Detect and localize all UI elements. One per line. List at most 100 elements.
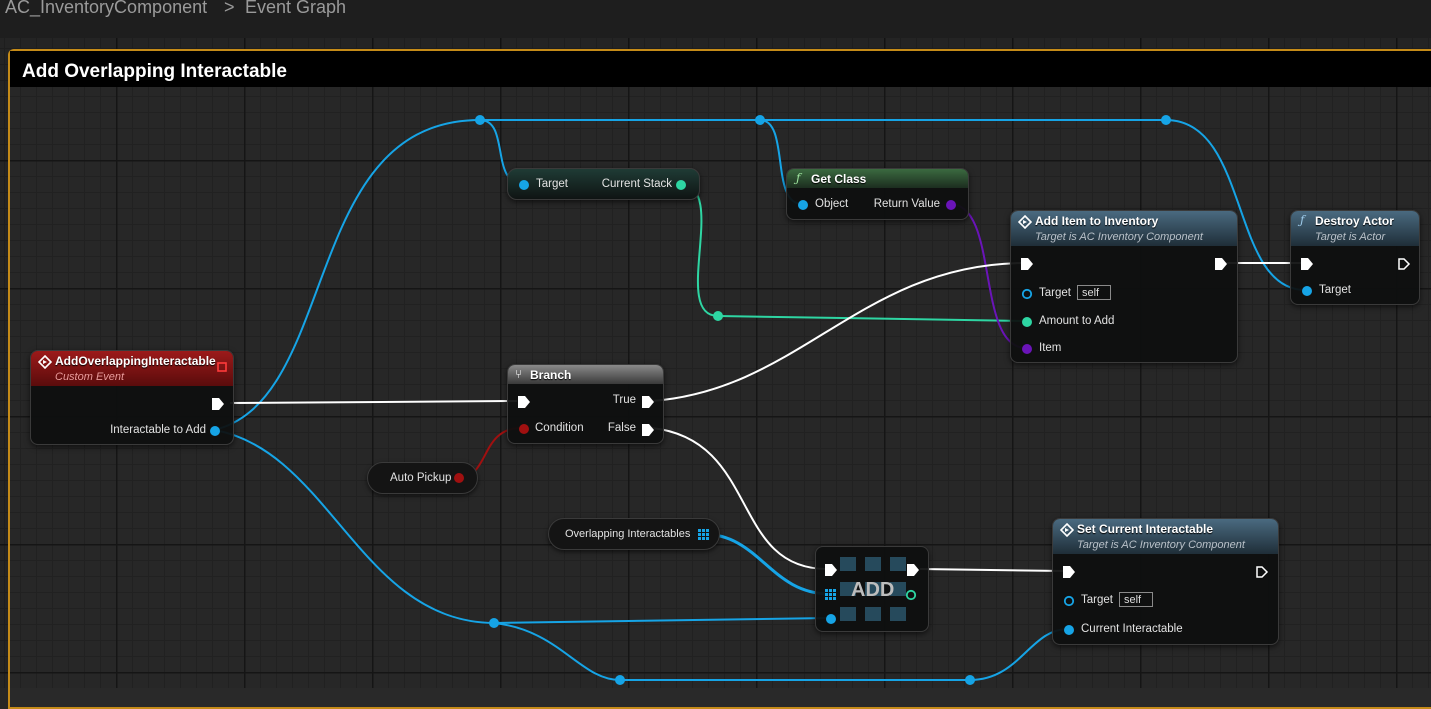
pin-label: Interactable to Add: [110, 424, 206, 436]
array-add-label: ADD: [851, 579, 895, 601]
exec-out-pin-unconnected[interactable]: [1397, 257, 1411, 271]
pin-label: Current Stack: [601, 178, 672, 190]
node-title: Add Item to Inventory: [1035, 214, 1159, 228]
function-call-icon: [1018, 215, 1032, 229]
pin-label: Target: [536, 178, 568, 190]
object-pin-unconnected[interactable]: [1063, 595, 1075, 607]
add-item-node[interactable]: Add Item to Inventory Target is AC Inven…: [1010, 210, 1238, 363]
wire-object: [213, 119, 481, 431]
node-title: AddOverlappingInteractable: [55, 354, 216, 368]
exec-out-pin[interactable]: [906, 563, 920, 577]
exec-in-pin[interactable]: [824, 563, 838, 577]
exec-in-pin[interactable]: [1062, 565, 1076, 579]
object-pin[interactable]: [209, 425, 221, 437]
object-pin-unconnected[interactable]: [1021, 288, 1033, 300]
object-pin[interactable]: [518, 179, 530, 191]
target-default-value[interactable]: self: [1077, 285, 1111, 300]
int-pin-unconnected[interactable]: [905, 589, 917, 601]
wires-layer: [213, 115, 1306, 685]
wire-exec: [229, 400, 518, 404]
pin-label: Object: [815, 198, 849, 210]
array-pin-icon[interactable]: [825, 589, 837, 601]
array-pin-icon[interactable]: [698, 529, 710, 541]
int-pin[interactable]: [675, 179, 687, 191]
node-subtitle: Target is AC Inventory Component: [1077, 539, 1245, 551]
pin-label: True: [612, 394, 636, 406]
exec-in-pin[interactable]: [517, 395, 531, 409]
exec-out-pin[interactable]: [641, 395, 655, 409]
object-pin[interactable]: [1063, 624, 1075, 636]
reroute-knot: [489, 618, 499, 628]
object-pin[interactable]: [1301, 285, 1313, 297]
exec-out-pin[interactable]: [211, 397, 225, 411]
node-header: ƒ Destroy Actor Target is Actor: [1291, 211, 1419, 246]
breadcrumb-component[interactable]: AC_InventoryComponent: [5, 0, 208, 17]
wire-array: [702, 532, 831, 596]
reroute-knot: [615, 675, 625, 685]
wire-object: [493, 622, 1069, 681]
bool-pin[interactable]: [453, 472, 465, 484]
node-title: Branch: [530, 368, 572, 382]
class-pin[interactable]: [945, 199, 957, 211]
variable-label: Overlapping Interactables: [565, 528, 691, 540]
pin-label: Target: [1039, 287, 1071, 299]
set-current-interactable-node[interactable]: Set Current Interactable Target is AC In…: [1052, 518, 1279, 645]
exec-in-pin[interactable]: [1020, 257, 1034, 271]
node-title: Set Current Interactable: [1077, 522, 1214, 536]
comment-title[interactable]: Add Overlapping Interactable: [10, 51, 1431, 87]
node-header: Set Current Interactable Target is AC In…: [1053, 519, 1278, 554]
reroute-knot: [1161, 115, 1171, 125]
int-pin[interactable]: [1021, 316, 1033, 328]
pin-label: Target: [1319, 284, 1351, 296]
get-current-stack-node[interactable]: Target Current Stack: [507, 168, 700, 200]
function-icon: ƒ: [796, 171, 801, 185]
exec-out-pin[interactable]: [641, 423, 655, 437]
delegate-pin-icon[interactable]: [217, 362, 229, 374]
node-title: Destroy Actor: [1315, 214, 1394, 228]
reroute-knot: [713, 311, 723, 321]
node-header: ⑂ Branch: [508, 365, 663, 384]
pin-label: Condition: [535, 422, 584, 434]
function-call-icon: [1060, 523, 1074, 537]
wire-object: [1165, 119, 1306, 291]
pin-label: Return Value: [873, 198, 940, 210]
event-icon: [38, 355, 52, 369]
breadcrumb-graph[interactable]: Event Graph: [245, 0, 347, 17]
object-pin[interactable]: [797, 199, 809, 211]
reroute-knot: [965, 675, 975, 685]
exec-out-pin[interactable]: [1214, 257, 1228, 271]
target-default-value[interactable]: self: [1119, 592, 1153, 607]
overlapping-interactables-variable-node[interactable]: Overlapping Interactables: [548, 518, 720, 550]
bool-pin[interactable]: [518, 423, 530, 435]
wire-exec: [651, 262, 1023, 402]
branch-icon: ⑂: [515, 367, 523, 381]
destroy-actor-node[interactable]: ƒ Destroy Actor Target is Actor Target: [1290, 210, 1420, 305]
object-pin[interactable]: [825, 613, 837, 625]
exec-out-pin-unconnected[interactable]: [1255, 565, 1269, 579]
reroute-knot: [475, 115, 485, 125]
pin-label: Amount to Add: [1039, 315, 1115, 327]
wire-exec: [651, 427, 828, 570]
get-class-node[interactable]: ƒ Get Class Object Return Value: [786, 168, 969, 220]
wire-object: [493, 617, 831, 624]
array-add-node[interactable]: ADD: [815, 546, 929, 632]
breadcrumb-separator: >: [224, 0, 235, 17]
pin-label: Target: [1081, 594, 1113, 606]
node-subtitle: Custom Event: [55, 371, 125, 383]
pin-label: Current Interactable: [1081, 623, 1183, 635]
node-header: Add Item to Inventory Target is AC Inven…: [1011, 211, 1237, 246]
auto-pickup-variable-node[interactable]: Auto Pickup: [367, 462, 478, 494]
branch-node[interactable]: ⑂ Branch True Condition False: [507, 364, 664, 444]
function-icon: ƒ: [1300, 213, 1305, 227]
custom-event-node[interactable]: AddOverlappingInteractable Custom Event …: [30, 350, 234, 445]
node-header: AddOverlappingInteractable Custom Event: [31, 351, 233, 386]
node-subtitle: Target is AC Inventory Component: [1035, 231, 1203, 243]
wire-exec: [919, 568, 1065, 572]
node-header: ƒ Get Class: [787, 169, 968, 188]
exec-in-pin[interactable]: [1300, 257, 1314, 271]
breadcrumb: AC_InventoryComponent > Event Graph: [0, 0, 1431, 38]
node-title: Get Class: [811, 172, 867, 186]
node-subtitle: Target is Actor: [1315, 231, 1386, 243]
class-pin[interactable]: [1021, 343, 1033, 355]
pin-label: False: [607, 422, 636, 434]
